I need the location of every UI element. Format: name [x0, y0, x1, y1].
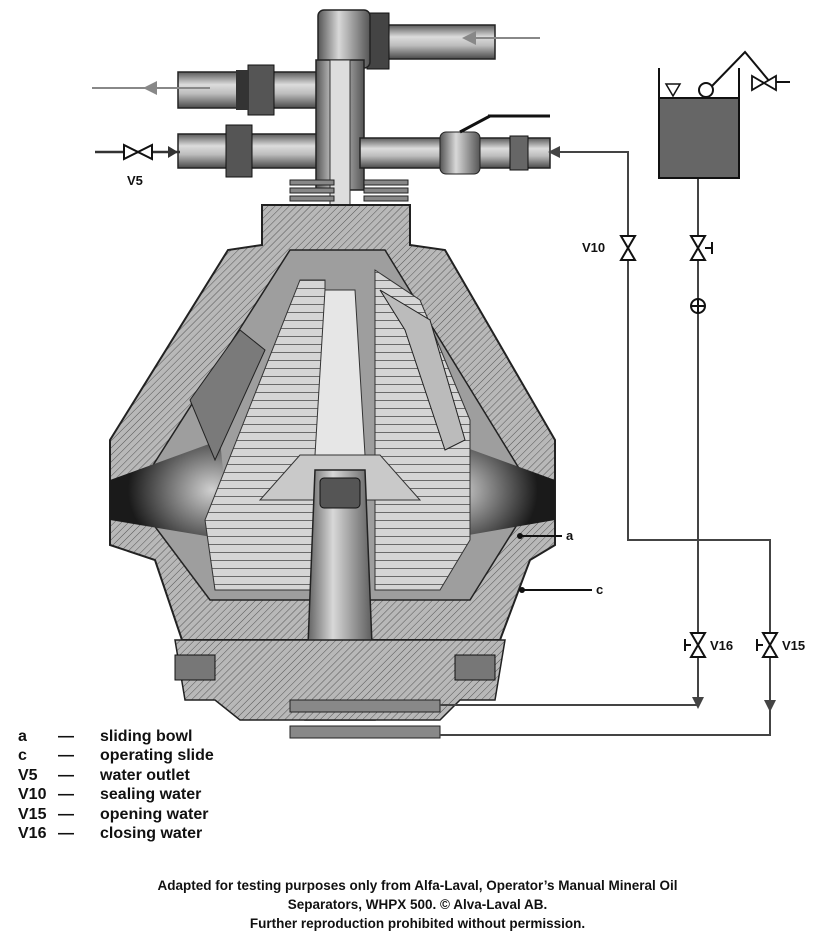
legend: a — sliding bowl c — operating slide V5 … — [18, 727, 214, 844]
legend-desc: operating slide — [100, 747, 214, 765]
legend-desc: opening water — [100, 805, 209, 823]
label-v16: V16 — [710, 638, 733, 653]
legend-key: c — [18, 747, 27, 765]
valve-v15-icon — [756, 632, 779, 658]
valve-v5-icon — [123, 143, 153, 161]
disc-stack-left — [189, 279, 326, 591]
legend-key: V15 — [18, 805, 47, 823]
legend-dash: — — [58, 727, 74, 745]
legend-key: V10 — [18, 786, 47, 804]
water-outlet-pipe — [177, 124, 329, 178]
strainer-icon — [690, 298, 706, 314]
label-a: a — [566, 528, 574, 543]
copyright-credit: Adapted for testing purposes only from A… — [0, 876, 820, 933]
label-v15: V15 — [782, 638, 805, 653]
legend-desc: sealing water — [100, 786, 202, 804]
disc-stack-right — [374, 269, 471, 591]
sealing-water-arrow — [548, 146, 560, 158]
legend-desc: sliding bowl — [100, 727, 193, 745]
legend-dash: — — [58, 786, 74, 804]
inlet-arrow — [462, 31, 540, 45]
top-cooling-fins — [289, 179, 409, 202]
legend-desc: water outlet — [100, 766, 190, 784]
label-v5: V5 — [127, 173, 143, 188]
leader-c — [519, 587, 592, 593]
legend-row: a — sliding bowl — [18, 727, 214, 747]
opening-water-arrow — [764, 700, 776, 712]
label-c: c — [596, 582, 603, 597]
credit-line-3: Further reproduction prohibited without … — [249, 916, 586, 931]
legend-key: a — [18, 727, 27, 745]
water-supply-pipes-bottom — [289, 699, 441, 739]
legend-row: V16 — closing water — [18, 825, 214, 845]
sludge-space-left — [110, 440, 230, 540]
float-valve-icon — [751, 74, 777, 92]
legend-row: V15 — opening water — [18, 805, 214, 825]
valve-v16-icon — [684, 632, 707, 658]
legend-row: V10 — sealing water — [18, 786, 214, 806]
closing-water-arrow — [692, 697, 704, 709]
credit-line-2: Separators, WHPX 500. © Alva-Laval AB. — [287, 897, 548, 912]
legend-row: c — operating slide — [18, 747, 214, 767]
legend-dash: — — [58, 805, 74, 823]
tank-outlet-valve-icon — [689, 235, 713, 261]
label-v10: V10 — [582, 240, 605, 255]
legend-key: V16 — [18, 825, 47, 843]
legend-dash: — — [58, 825, 74, 843]
oil-outlet-pipe — [177, 64, 329, 116]
oil-outlet-arrow — [92, 81, 210, 95]
legend-dash: — — [58, 766, 74, 784]
credit-line-1: Adapted for testing purposes only from A… — [157, 878, 678, 893]
sealing-water-fitting — [359, 114, 551, 175]
water-tank — [658, 50, 790, 179]
leader-a — [517, 533, 562, 539]
legend-row: V5 — water outlet — [18, 766, 214, 786]
legend-dash: — — [58, 747, 74, 765]
valve-v10-icon — [619, 235, 637, 261]
legend-key: V5 — [18, 766, 38, 784]
legend-desc: closing water — [100, 825, 203, 843]
